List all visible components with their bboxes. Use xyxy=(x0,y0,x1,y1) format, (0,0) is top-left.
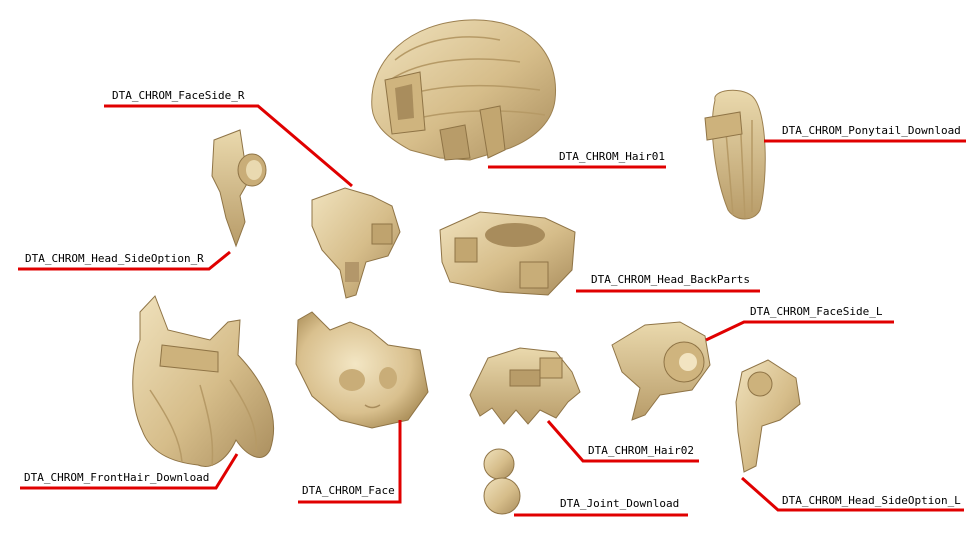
head-back-parts-part xyxy=(439,211,576,296)
face-label: DTA_CHROM_Face xyxy=(302,484,395,497)
front-hair-part xyxy=(132,295,275,467)
face-side-l-label: DTA_CHROM_FaceSide_L xyxy=(750,305,883,318)
head-side-option-r-label: DTA_CHROM_Head_SideOption_R xyxy=(25,252,204,265)
joint-label: DTA_Joint_Download xyxy=(560,497,680,510)
face-side-l-leader xyxy=(705,320,894,342)
face-leader xyxy=(298,420,402,504)
ponytail-label: DTA_CHROM_Ponytail_Download xyxy=(782,124,961,137)
face-side-r-part xyxy=(311,187,401,299)
front-hair-leader xyxy=(20,453,239,490)
head-side-option-l-part xyxy=(735,359,801,473)
hair01-label: DTA_CHROM_Hair01 xyxy=(559,150,665,163)
hair02-part xyxy=(469,347,581,425)
hair02-leader xyxy=(546,420,699,463)
face-part xyxy=(295,311,429,429)
head-side-option-r-leader xyxy=(18,250,231,271)
head-side-option-r-part xyxy=(211,129,267,248)
front-hair-label: DTA_CHROM_FrontHair_Download xyxy=(24,471,210,484)
hair02-label: DTA_CHROM_Hair02 xyxy=(588,444,694,457)
head-side-option-l-label: DTA_CHROM_Head_SideOption_L xyxy=(782,494,961,507)
face-side-r-leader xyxy=(104,104,353,188)
head-back-parts-label: DTA_CHROM_Head_BackParts xyxy=(591,273,750,286)
hair01-part xyxy=(371,19,557,161)
head-side-option-l-leader xyxy=(741,476,964,512)
joint-part xyxy=(483,448,521,515)
ponytail-part xyxy=(704,89,766,220)
face-side-r-label: DTA_CHROM_FaceSide_R xyxy=(112,89,245,102)
face-side-l-part xyxy=(611,321,711,421)
